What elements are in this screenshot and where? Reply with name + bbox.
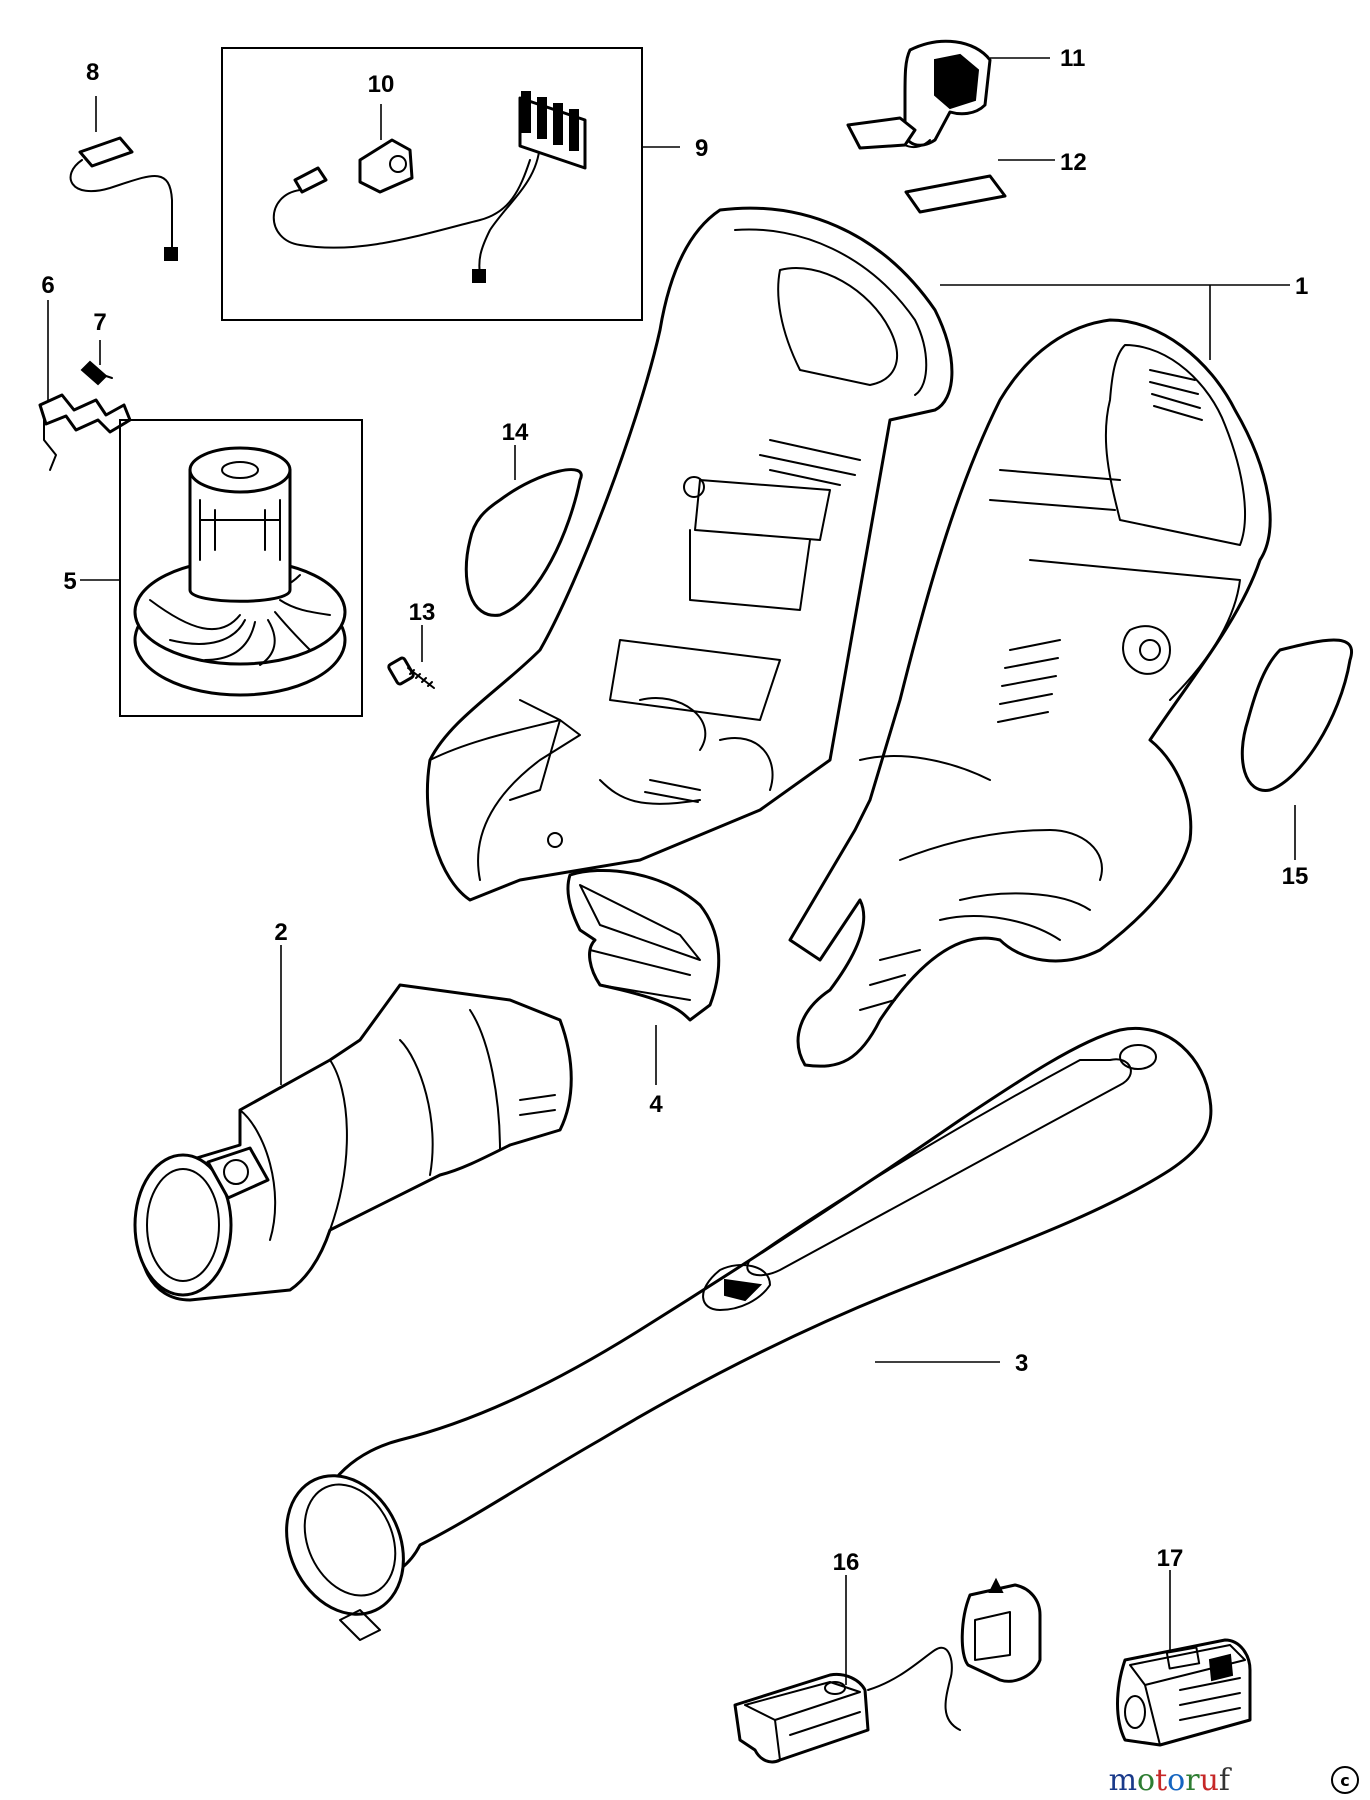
callout-16: 16 (833, 1549, 860, 1576)
callout-12: 12 (1060, 149, 1087, 176)
callout-10: 10 (368, 71, 395, 98)
callout-11: 11 (1060, 45, 1085, 72)
svg-text:motoruf: motoruf (1109, 1763, 1232, 1798)
callout-17: 17 (1157, 1545, 1184, 1572)
callout-13: 13 (409, 599, 436, 626)
callout-3: 3 (1015, 1350, 1028, 1377)
part-1-housing-right (788, 318, 1272, 1068)
part-15-label (1240, 638, 1354, 860)
part-2-tube (133, 945, 573, 1302)
callout-1: 1 (1295, 273, 1308, 300)
part-4-insert (566, 868, 721, 1085)
part-12-strip (904, 159, 1055, 214)
part-13-screw (387, 625, 435, 689)
callout-15: 15 (1282, 863, 1309, 890)
part-3-blower-tube (285, 1027, 1213, 1641)
callout-2: 2 (274, 919, 287, 946)
part-7-screw (80, 340, 113, 386)
callout-7: 7 (93, 309, 106, 336)
assembly-box-5 (119, 419, 363, 717)
assembly-box-9 (221, 47, 643, 321)
part-10-connector (293, 104, 414, 194)
callout-4: 4 (649, 1091, 663, 1118)
part-8-wire-connector (69, 96, 178, 261)
callout-14: 14 (502, 419, 529, 446)
part-6-clip (38, 300, 132, 471)
watermark-logo: motoruf c (1109, 1763, 1359, 1798)
svg-text:c: c (1340, 1771, 1349, 1790)
part-14-label (464, 445, 583, 617)
part-1-leaders (940, 284, 1290, 360)
callout-5: 5 (63, 568, 76, 595)
callout-9: 9 (695, 135, 708, 162)
callout-6: 6 (41, 272, 54, 299)
part-11-trigger (846, 39, 1050, 150)
part-16-charger (733, 1575, 1042, 1764)
part-1-housing-left (425, 206, 954, 902)
callout-8: 8 (86, 59, 99, 86)
part-17-battery (1116, 1570, 1252, 1747)
part-9-wiring-harness (272, 91, 680, 283)
part-5-motor-fan (80, 446, 347, 697)
